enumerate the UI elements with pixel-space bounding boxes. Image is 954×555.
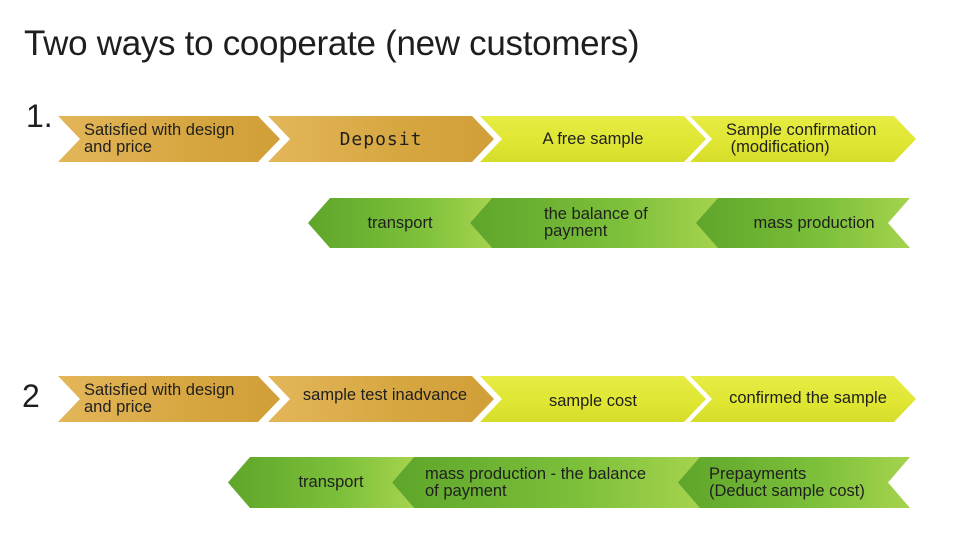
label-line: of payment xyxy=(425,481,507,500)
way1-step-mass-production: mass production xyxy=(696,198,910,248)
way1-step-sample-confirmation: Sample confirmation (modification) xyxy=(690,116,916,162)
step-label: Deposit xyxy=(339,128,423,150)
step-label: confirmed the sample xyxy=(729,388,887,407)
label-line: and price xyxy=(84,138,152,156)
label-line: and price xyxy=(84,398,152,416)
step-label: mass production xyxy=(753,213,875,232)
way1-step-transport: transport xyxy=(308,198,492,248)
step-label: sample cost xyxy=(548,391,638,410)
step-label: mass production - the balance of payment xyxy=(425,466,646,500)
step-label: Sample confirmation (modification) xyxy=(726,122,876,156)
way-2-number: 2 xyxy=(22,378,40,414)
label-line: (Deduct sample cost) xyxy=(709,481,865,500)
step-label: sample test inadvance xyxy=(302,385,468,404)
label-line: Prepayments xyxy=(709,464,807,483)
label-line: the balance of xyxy=(544,205,648,223)
label-line: (modification) xyxy=(726,138,830,156)
label-line: payment xyxy=(544,222,608,240)
way2-step-prepayments: Prepayments (Deduct sample cost) xyxy=(678,457,910,508)
label-line: Satisfied with design xyxy=(84,121,235,139)
step-label: Satisfied with design and price xyxy=(84,122,234,156)
way1-step-deposit: Deposit xyxy=(268,116,494,162)
way1-step-free-sample: A free sample xyxy=(480,116,706,162)
way-1-number: 1. xyxy=(26,98,53,134)
way2-step-sample-test: sample test inadvance xyxy=(268,376,494,422)
way2-step-transport: transport xyxy=(228,457,414,508)
label-line: mass production - the balance xyxy=(425,464,647,483)
step-label: A free sample xyxy=(542,129,644,148)
way2-step-mass-production-balance: mass production - the balance of payment xyxy=(392,457,702,508)
step-label: transport xyxy=(367,213,433,232)
step-label: the balance of payment xyxy=(544,206,648,240)
way1-step-satisfied: Satisfied with design and price xyxy=(58,116,280,162)
step-label: Prepayments (Deduct sample cost) xyxy=(709,466,865,500)
label-line: Sample confirmation xyxy=(726,121,877,139)
way2-step-sample-cost: sample cost xyxy=(480,376,706,422)
way2-step-confirmed-sample: confirmed the sample xyxy=(690,376,916,422)
way2-step-satisfied: Satisfied with design and price xyxy=(58,376,280,422)
way1-step-balance-payment: the balance of payment xyxy=(470,198,720,248)
step-label: Satisfied with design and price xyxy=(84,382,234,416)
step-label: transport xyxy=(298,473,364,491)
label-line: Satisfied with design xyxy=(84,381,235,399)
page-title: Two ways to cooperate (new customers) xyxy=(24,24,640,63)
